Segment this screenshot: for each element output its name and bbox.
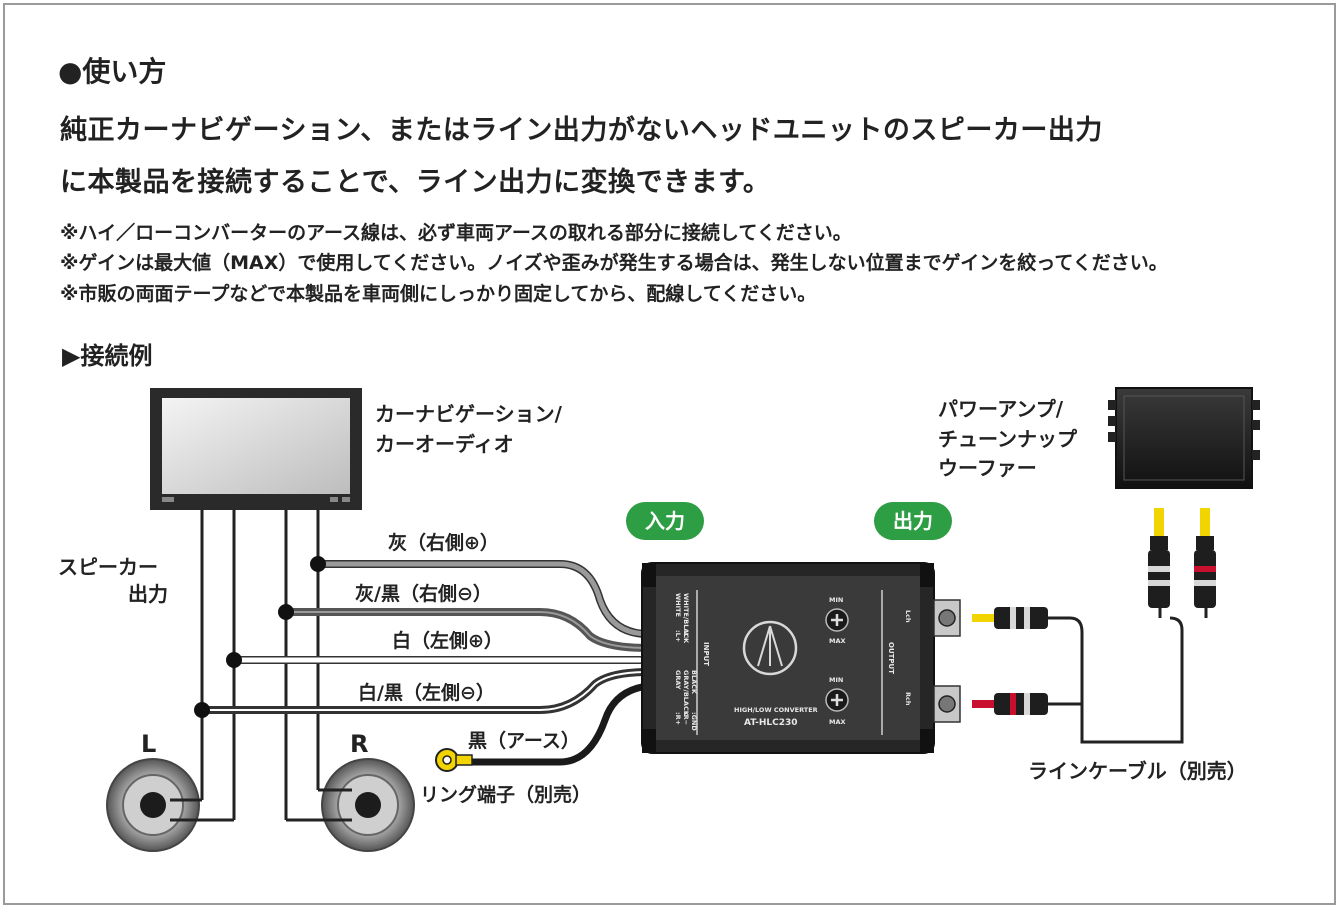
page-frame — [3, 3, 1336, 905]
gain-l-min: MIN — [829, 596, 843, 604]
speaker-output-label-line1: スピーカー — [58, 555, 158, 579]
example-heading: ▶接続例 — [62, 342, 153, 370]
note-1: ※ハイ／ローコンバーターのアース線は、必ず車両アースの取れる部分に接続してくださ… — [60, 222, 852, 244]
wire-label-gray-black-right-minus: 灰/黒（右側⊖） — [355, 583, 492, 605]
car-navigation-unit — [150, 388, 362, 510]
input-badge: 入力 — [626, 502, 704, 540]
speaker-right-label: R — [350, 730, 369, 758]
ring-terminal-label: リング端子（別売） — [420, 784, 592, 806]
gain-r-max: MAX — [829, 718, 846, 726]
output-badge: 出力 — [874, 502, 952, 540]
rch-text: Rch — [904, 692, 912, 706]
navi-label-line1: カーナビゲーション/ — [375, 402, 562, 426]
gain-l-max: MAX — [829, 637, 846, 645]
pin-gnd: :GND — [690, 712, 698, 731]
gain-r-min: MIN — [829, 676, 843, 684]
wire-label-white-black-left-minus: 白/黒（左側⊖） — [358, 682, 495, 704]
term-white: WHITE — [674, 593, 682, 617]
input-wires — [198, 560, 652, 766]
power-amplifier — [1108, 387, 1260, 489]
speaker-output-label-line2: 出力 — [128, 582, 168, 606]
amp-label-line1: パワーアンプ/ — [938, 397, 1064, 421]
note-3: ※市販の両面テープなどで本製品を車両側にしっかり固定してから、配線してください。 — [60, 283, 817, 305]
pin-r-plus: :R+ — [674, 712, 682, 725]
pin-l-minus: :L− — [682, 630, 690, 642]
device-model: AT-HLC230 — [744, 718, 797, 728]
line-cable-label: ラインケーブル（別売） — [1028, 759, 1247, 783]
wire-junctions — [194, 556, 326, 718]
pin-r-minus: :R− — [682, 712, 690, 725]
intro-line-1: 純正カーナビゲーション、またはライン出力がないヘッドユニットのスピーカー出力 — [60, 115, 1103, 146]
navi-label-line2: カーオーディオ — [375, 432, 514, 456]
pin-l-plus: :L+ — [674, 630, 682, 642]
term-gray: GRAY — [674, 670, 682, 690]
wire-label-white-left-plus: 白（左側⊕） — [392, 630, 503, 652]
intro-line-2: に本製品を接続することで、ライン出力に変換できます。 — [60, 167, 771, 198]
ring-terminal — [435, 748, 473, 772]
wire-label-black-ground: 黒（アース） — [468, 730, 580, 752]
term-black: BLACK — [690, 670, 698, 695]
speaker-wires — [200, 510, 320, 820]
amp-label-line2: チューンナップ — [938, 427, 1077, 451]
converter-printed-labels: WHITE WHITE/BLACK :L+ :L− INPUT GRAY GRA… — [674, 593, 912, 731]
device-input-text: INPUT — [702, 642, 710, 666]
term-white-black: WHITE/BLACK — [682, 593, 690, 644]
term-gray-black: GRAY/BLACK — [682, 670, 690, 717]
speaker-left — [106, 758, 200, 852]
note-2: ※ゲインは最大値（MAX）で使用してください。ノイズや歪みが発生する場合は、発生… — [60, 252, 1168, 274]
amp-label-line3: ウーファー — [938, 456, 1037, 480]
rca-cable — [972, 508, 1216, 744]
section-heading: ●使い方 — [58, 55, 167, 88]
lch-text: Lch — [904, 610, 912, 623]
wire-label-gray-right-plus: 灰（右側⊕） — [388, 532, 499, 554]
speaker-left-label: L — [141, 730, 157, 758]
high-low-converter — [641, 562, 961, 754]
speaker-right — [321, 758, 415, 852]
device-output-text: OUTPUT — [887, 642, 895, 674]
device-caption: HIGH/LOW CONVERTER — [734, 706, 818, 714]
